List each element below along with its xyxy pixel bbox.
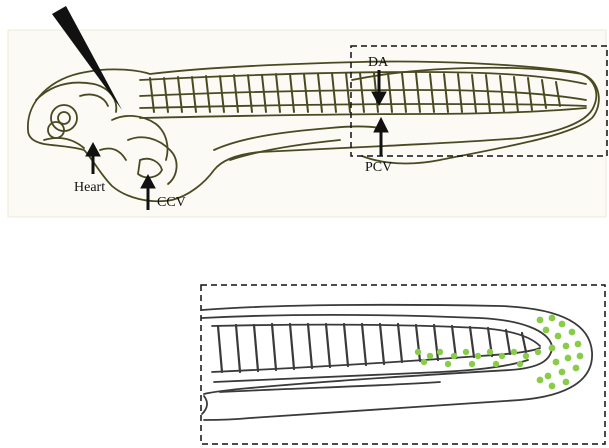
label-pcv: PCV (365, 160, 392, 175)
somites-bottom (218, 324, 526, 372)
tail-outline (202, 305, 592, 420)
label-da: DA (368, 55, 389, 70)
label-heart: Heart (74, 180, 105, 195)
label-ccv: CCV (157, 195, 186, 210)
zoomed-view-box (201, 285, 605, 444)
